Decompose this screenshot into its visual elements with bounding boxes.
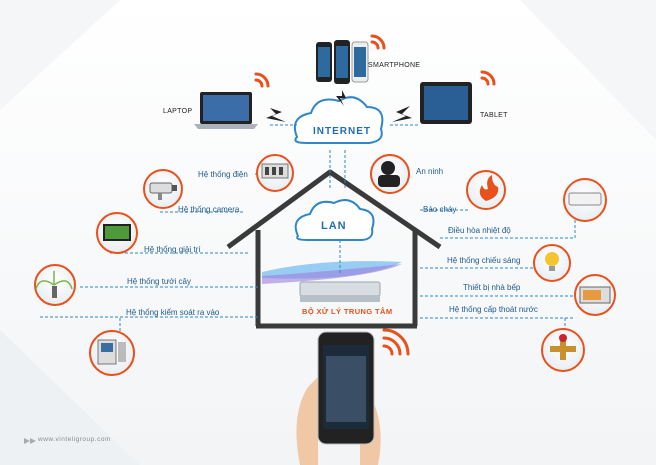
fire-icon: [479, 175, 499, 201]
tablet-icon: [420, 82, 472, 124]
water-valve-icon: [550, 334, 576, 360]
security-guard-icon: [378, 161, 400, 187]
wifi-tablet-icon: [480, 70, 496, 86]
bolt-smartphone-icon: [336, 90, 346, 106]
tv-icon: [103, 224, 131, 241]
lightbulb-icon: [545, 252, 559, 271]
lan-label: LAN: [321, 220, 347, 232]
smartphone-icon: [316, 40, 369, 84]
wifi-smartphone-icon: [370, 34, 386, 50]
microwave-icon: [579, 286, 611, 304]
intercom-icon: [97, 339, 126, 365]
system-label-kitchen: Thiết bị nhà bếp: [463, 283, 521, 292]
system-label-entertainment: Hệ thống giải trí: [144, 245, 201, 254]
central-processor: [262, 261, 402, 302]
system-label-water-supply: Hệ thống cấp thoát nước: [449, 305, 538, 314]
laptop-icon: [194, 92, 258, 129]
hand-phone-icon: [296, 331, 381, 465]
internet-label: INTERNET: [313, 126, 371, 137]
lan-cloud: [294, 199, 375, 241]
system-label-fire-alarm: Báo cháy: [423, 205, 457, 214]
tablet-label: TABLET: [480, 112, 508, 119]
system-label-security: An ninh: [416, 167, 444, 176]
laptop-label: LAPTOP: [163, 108, 193, 115]
air-conditioner-icon: [568, 192, 602, 206]
wifi-phone-icon: [382, 328, 410, 356]
bolt-tablet-icon: [392, 106, 412, 122]
bolt-laptop-icon: [266, 108, 286, 122]
sprinkler-icon: [35, 271, 73, 298]
system-label-air-conditioning: Điều hòa nhiệt độ: [448, 226, 511, 235]
system-label-irrigation: Hệ thống tưới cây: [127, 277, 191, 286]
system-label-access-control: Hệ thống kiểm soát ra vào: [126, 308, 220, 317]
camera-icon: [149, 182, 177, 200]
central-processor-label: BỘ XỬ LÝ TRUNG TÂM: [302, 307, 393, 316]
switch-panel-icon: [261, 163, 289, 179]
system-label-camera: Hệ thống camera: [178, 205, 240, 214]
system-label-lighting: Hệ thống chiếu sáng: [447, 256, 521, 265]
internet-cloud: [293, 96, 384, 144]
footer-url: www.vinteligroup.com: [38, 436, 111, 443]
system-label-electric: Hệ thống điện: [198, 170, 248, 179]
smartphone-label: SMARTPHONE: [368, 62, 421, 69]
wifi-laptop-icon: [254, 72, 270, 88]
